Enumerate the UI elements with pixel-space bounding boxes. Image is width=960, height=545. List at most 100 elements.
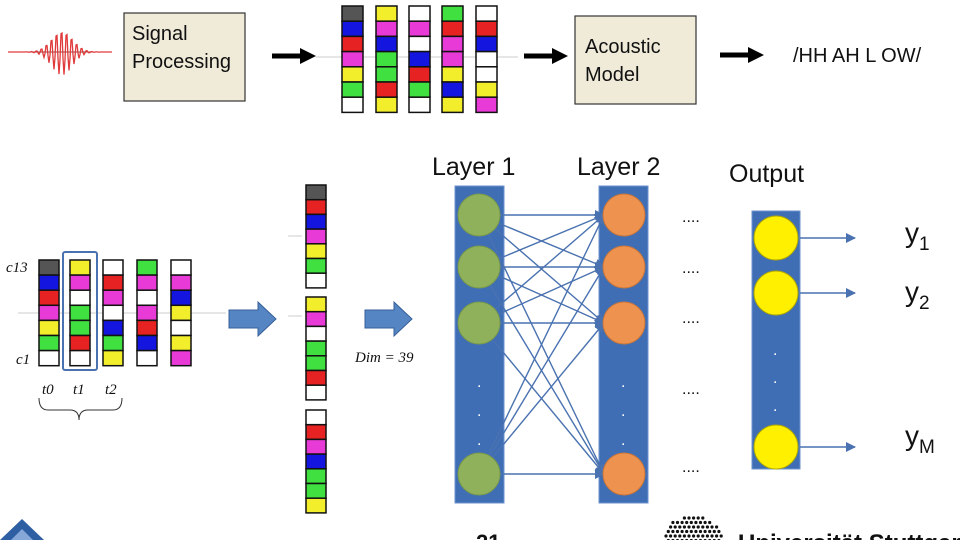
logo-dot bbox=[687, 525, 691, 529]
feature-cell bbox=[305, 243, 327, 260]
logo-dot bbox=[689, 529, 693, 534]
acoustic-model-box: Acoustic Model bbox=[574, 15, 697, 105]
feature-cell bbox=[170, 259, 192, 276]
vertical-dot: . bbox=[621, 403, 625, 420]
connections-layer1-layer2 bbox=[478, 210, 605, 479]
ellipsis: .... bbox=[682, 381, 700, 398]
feature-cell bbox=[102, 289, 124, 307]
feature-cell bbox=[69, 319, 91, 337]
signal-processing-label-line1: Signal bbox=[132, 23, 188, 45]
ellipsis: .... bbox=[682, 310, 700, 327]
feature-cell bbox=[341, 20, 364, 38]
feature-cell bbox=[136, 334, 158, 352]
connection-edge bbox=[478, 322, 605, 475]
signal-processing-box: Signal Processing bbox=[123, 12, 246, 102]
feature-cell bbox=[69, 274, 91, 291]
ellipsis: .... bbox=[682, 459, 700, 476]
layer2-vertical-dots: . . . bbox=[621, 374, 625, 449]
logo-dot bbox=[694, 520, 698, 525]
logo-dot bbox=[696, 525, 700, 529]
feature-cell bbox=[475, 20, 498, 38]
context-window-highlight bbox=[62, 251, 98, 371]
logo-dot bbox=[701, 525, 705, 529]
feature-cell bbox=[305, 310, 327, 328]
logo-dot bbox=[673, 525, 677, 529]
svg-text:yM: yM bbox=[905, 420, 935, 458]
feature-cell bbox=[102, 319, 124, 337]
feature-cell bbox=[69, 304, 91, 322]
feature-cell bbox=[375, 66, 398, 83]
logo-dot bbox=[694, 529, 698, 534]
logo-dot bbox=[717, 529, 721, 534]
feature-cell bbox=[475, 50, 498, 68]
feature-cell bbox=[305, 198, 327, 216]
feature-cell bbox=[102, 349, 124, 367]
feature-cell bbox=[69, 334, 91, 352]
feature-cell bbox=[170, 319, 192, 337]
feature-cell bbox=[38, 319, 60, 337]
arrow-to-acoustic-model bbox=[524, 48, 568, 64]
feature-cell bbox=[305, 272, 327, 289]
output-nodes bbox=[753, 215, 799, 470]
layer2-nodes bbox=[602, 193, 646, 496]
logo-dot bbox=[682, 525, 687, 529]
logo-dot bbox=[692, 534, 696, 538]
feature-cell bbox=[136, 289, 158, 307]
layer1-node bbox=[457, 301, 501, 345]
output-label-yM: yM bbox=[905, 420, 935, 458]
time-label-t0: t0 bbox=[42, 382, 54, 398]
logo-dot bbox=[701, 516, 705, 520]
signal-processing-label-line2: Processing bbox=[132, 51, 231, 73]
logo-dot bbox=[710, 534, 714, 538]
logo-dot bbox=[715, 534, 719, 538]
feature-cell bbox=[305, 497, 327, 514]
vertical-dot: . bbox=[773, 370, 777, 387]
feature-cell bbox=[341, 66, 364, 83]
feature-cell bbox=[408, 96, 431, 114]
ellipsis: .... bbox=[682, 260, 700, 277]
logo-dot bbox=[675, 520, 680, 525]
logo-dot bbox=[708, 529, 712, 534]
logo-dot bbox=[703, 520, 707, 525]
logo-dot bbox=[692, 516, 696, 520]
c13-label: c13 bbox=[6, 260, 28, 276]
feature-frame bbox=[341, 5, 364, 114]
connection-edge bbox=[478, 266, 605, 324]
feature-cell bbox=[38, 289, 60, 307]
feature-cell bbox=[305, 355, 327, 372]
output-label-y2: y2 bbox=[905, 276, 930, 314]
feature-cell bbox=[341, 96, 364, 114]
vertical-dot: . bbox=[621, 374, 625, 391]
feature-cell bbox=[305, 453, 327, 470]
logo-dot bbox=[715, 525, 719, 529]
logo-dot bbox=[689, 520, 693, 525]
arrow-to-phonemes bbox=[720, 47, 764, 63]
feature-cell bbox=[102, 274, 124, 291]
feature-cell bbox=[170, 274, 192, 291]
feature-frames bbox=[341, 5, 498, 114]
vertical-dot: . bbox=[477, 432, 481, 449]
stacked-feature-vector bbox=[305, 184, 327, 514]
vertical-dot: . bbox=[477, 374, 481, 391]
mfcc-frame bbox=[170, 259, 192, 367]
feature-frame bbox=[375, 5, 398, 114]
layer2-node bbox=[602, 301, 646, 345]
logo-dot bbox=[669, 525, 673, 529]
layer2-column bbox=[598, 185, 649, 504]
feature-cell bbox=[38, 304, 60, 322]
acoustic-model-label-line2: Model bbox=[585, 64, 639, 86]
logo-dot bbox=[687, 516, 691, 520]
logo-dot bbox=[701, 534, 705, 538]
mfcc-frame bbox=[102, 259, 124, 367]
arrow-to-network bbox=[364, 300, 413, 338]
vertical-dot: . bbox=[477, 403, 481, 420]
feature-cell bbox=[69, 259, 91, 276]
feature-cell bbox=[341, 81, 364, 98]
logo-dot bbox=[671, 529, 675, 534]
logo-dot bbox=[664, 534, 668, 538]
mfcc-frames bbox=[38, 259, 192, 367]
arrow-to-stacked-vector bbox=[228, 300, 277, 338]
feature-cell bbox=[375, 5, 398, 22]
feature-cell bbox=[441, 96, 464, 114]
output-label: Output bbox=[729, 160, 804, 188]
